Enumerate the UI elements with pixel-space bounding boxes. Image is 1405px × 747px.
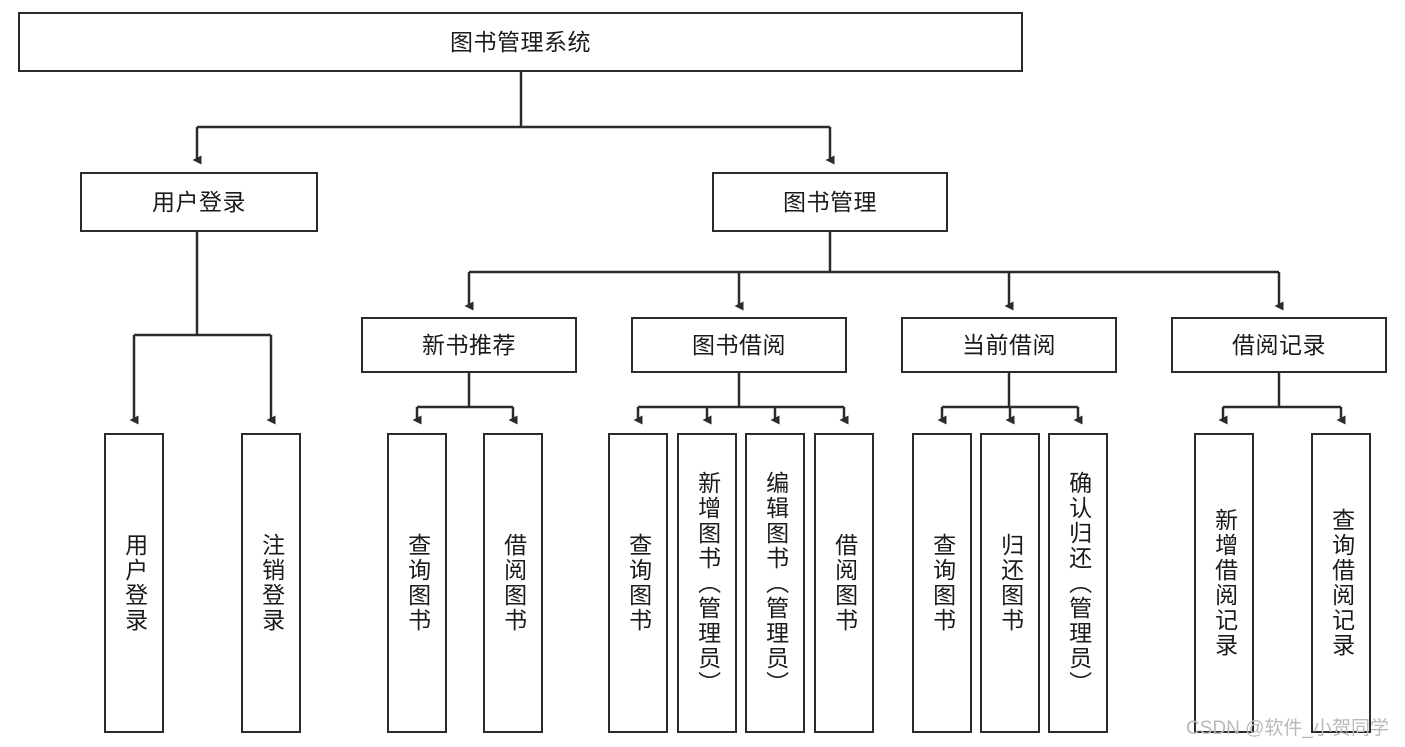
- node-leaf-borrow-record-add-label: 新增借阅记录: [1211, 508, 1238, 658]
- node-book-manage-label: 图书管理: [783, 188, 877, 215]
- node-new-book-recommend[interactable]: 新书推荐: [361, 317, 577, 373]
- node-leaf-new-book-query-label: 查询图书: [404, 533, 431, 633]
- node-leaf-current-borrow-confirm[interactable]: 确认归还（管理员）: [1048, 433, 1108, 733]
- node-leaf-new-book-query[interactable]: 查询图书: [387, 433, 447, 733]
- node-leaf-current-borrow-confirm-label: 确认归还（管理员）: [1065, 470, 1092, 696]
- node-user-login[interactable]: 用户登录: [80, 172, 318, 232]
- node-leaf-new-book-borrow-label: 借阅图书: [500, 533, 527, 633]
- node-leaf-book-borrow-query-label: 查询图书: [625, 533, 652, 633]
- node-book-borrow-label: 图书借阅: [692, 331, 786, 358]
- node-leaf-current-borrow-query-label: 查询图书: [929, 533, 956, 633]
- node-leaf-book-borrow-borrow-label: 借阅图书: [831, 533, 858, 633]
- node-book-borrow[interactable]: 图书借阅: [631, 317, 847, 373]
- node-leaf-borrow-record-query-label: 查询借阅记录: [1328, 508, 1355, 658]
- node-root-system-label: 图书管理系统: [450, 28, 591, 55]
- node-leaf-book-borrow-add[interactable]: 新增图书（管理员）: [677, 433, 737, 733]
- node-leaf-current-borrow-return-label: 归还图书: [997, 533, 1024, 633]
- node-leaf-borrow-record-query[interactable]: 查询借阅记录: [1311, 433, 1371, 733]
- node-borrow-record-label: 借阅记录: [1232, 331, 1326, 358]
- node-leaf-user-login-login[interactable]: 用户登录: [104, 433, 164, 733]
- node-leaf-book-borrow-query[interactable]: 查询图书: [608, 433, 668, 733]
- node-leaf-book-borrow-add-label: 新增图书（管理员）: [694, 470, 721, 696]
- node-leaf-current-borrow-return[interactable]: 归还图书: [980, 433, 1040, 733]
- csdn-watermark: CSDN @软件_小贺同学: [1186, 718, 1389, 739]
- node-current-borrow[interactable]: 当前借阅: [901, 317, 1117, 373]
- node-leaf-current-borrow-query[interactable]: 查询图书: [912, 433, 972, 733]
- node-book-manage[interactable]: 图书管理: [712, 172, 948, 232]
- node-leaf-user-login-logout[interactable]: 注销登录: [241, 433, 301, 733]
- node-leaf-user-login-login-label: 用户登录: [121, 533, 148, 633]
- node-new-book-recommend-label: 新书推荐: [422, 331, 516, 358]
- node-leaf-new-book-borrow[interactable]: 借阅图书: [483, 433, 543, 733]
- node-current-borrow-label: 当前借阅: [962, 331, 1056, 358]
- node-root-system[interactable]: 图书管理系统: [18, 12, 1023, 72]
- node-leaf-user-login-logout-label: 注销登录: [258, 533, 285, 633]
- node-leaf-book-borrow-borrow[interactable]: 借阅图书: [814, 433, 874, 733]
- connector-lines: [129, 72, 1346, 425]
- node-leaf-book-borrow-edit-label: 编辑图书（管理员）: [762, 470, 789, 696]
- node-borrow-record[interactable]: 借阅记录: [1171, 317, 1387, 373]
- node-leaf-book-borrow-edit[interactable]: 编辑图书（管理员）: [745, 433, 805, 733]
- node-leaf-borrow-record-add[interactable]: 新增借阅记录: [1194, 433, 1254, 733]
- node-user-login-label: 用户登录: [152, 188, 246, 215]
